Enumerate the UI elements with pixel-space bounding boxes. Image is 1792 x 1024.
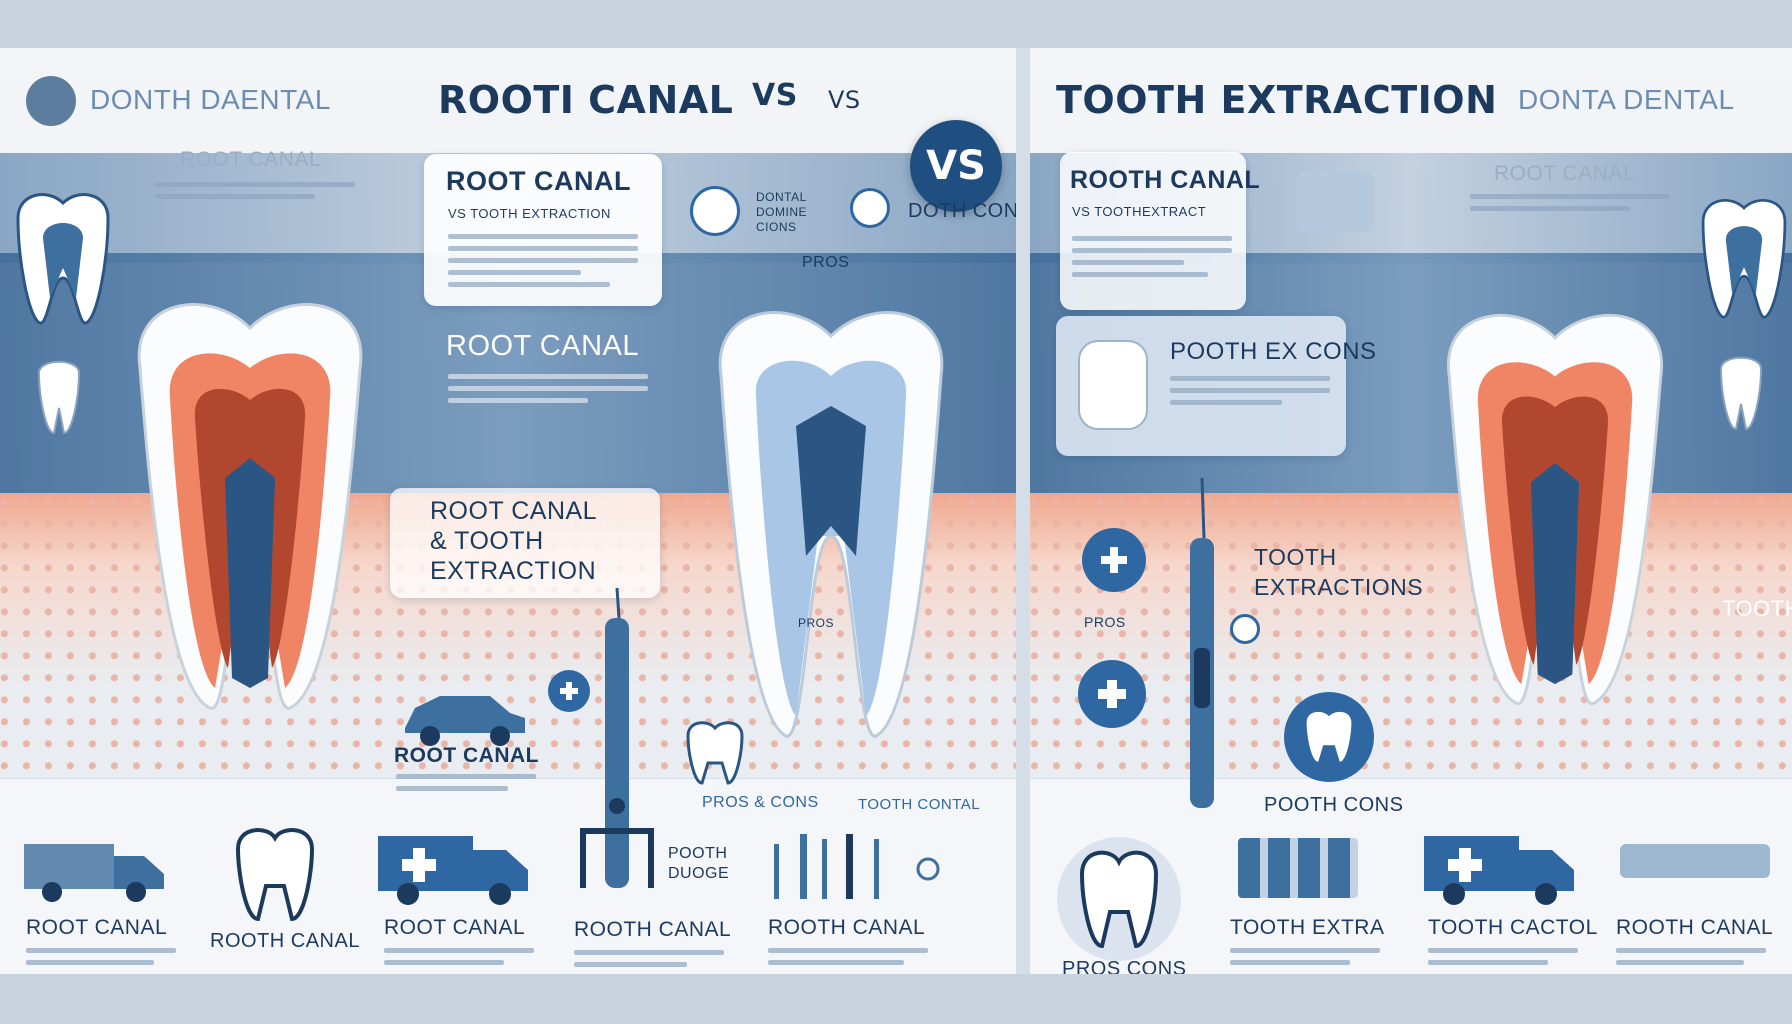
tooth-outline-icon	[686, 721, 744, 785]
tooth-extraction-label: TOOTH EXTRACTIONS	[1254, 544, 1424, 600]
info-card-pooth-ex: POOTH EX CONS	[1056, 316, 1376, 456]
pros-cons-label: PROS & CONS	[702, 794, 819, 811]
small-tooth-side-icon-right	[1719, 356, 1763, 431]
bottom-label-1: ROOT CANAL	[26, 916, 168, 939]
small-tooth-icon	[16, 193, 110, 325]
caption-lines-right	[1470, 194, 1670, 218]
root-canal-tooth-illustration	[137, 303, 363, 710]
card-text-lines	[448, 234, 638, 294]
bottom-right-lines-3	[1616, 948, 1766, 972]
bottom-label-3: ROOT CANAL	[384, 916, 526, 939]
shield-icon	[690, 186, 740, 236]
dental-tools-icon	[774, 834, 940, 899]
kit-icon	[1238, 838, 1358, 898]
caption-lines	[155, 182, 355, 206]
truck-icon	[24, 844, 164, 902]
tooth-badge-icon	[850, 188, 890, 228]
gum-tissue-area-right	[1030, 493, 1792, 823]
title-vs: VS	[752, 78, 798, 113]
tooth-icon	[235, 828, 315, 922]
bottom-right-lines-1	[1230, 948, 1380, 972]
pooth-cons-label: POOTH CONS	[1264, 794, 1404, 816]
card-right-lines	[1072, 236, 1232, 284]
plus-icon-2	[1078, 660, 1146, 728]
heading-text-lines	[448, 374, 648, 410]
tooth-side-label: TOOTH	[1722, 596, 1792, 621]
panel-divider	[1016, 48, 1030, 974]
info-card-rooth-canal: ROOTH CANAL VS TOOTHEXTRACT	[1060, 152, 1260, 310]
card-right-subtitle: VS TOOTHEXTRACT	[1072, 204, 1207, 219]
logo-left-icon	[26, 76, 76, 126]
ambulance-icon	[378, 836, 528, 905]
bottom-right-label-3: ROOTH CANAL	[1616, 916, 1774, 939]
truck-text-lines	[396, 774, 536, 798]
root-canal-heading: ROOT CANAL	[446, 330, 640, 362]
small-tooth-icon-right	[1701, 199, 1787, 319]
bottom-lines-1	[26, 948, 176, 972]
bottom-lines-4	[574, 950, 724, 974]
ambulance-icon-right	[1424, 836, 1574, 905]
card-pooth-title: POOTH EX CONS	[1170, 338, 1377, 365]
bottom-label-2: ROOTH CANAL	[210, 930, 360, 952]
target-icon	[1230, 614, 1260, 644]
pros-label: PROS	[802, 254, 850, 271]
card-subtitle: VS TOOTH EXTRACTION	[448, 206, 611, 221]
tooth-photo-icon	[1078, 340, 1148, 430]
instrument-image-icon	[1296, 172, 1374, 232]
bottom-label-4: ROOTH CANAL	[574, 918, 732, 941]
bottom-lines-5	[768, 948, 928, 972]
pooth-label: POOTH DUOGE	[668, 845, 730, 882]
tooth-in-circle-icon	[1306, 711, 1352, 762]
bottom-label-5: ROOTH CANAL	[768, 916, 926, 939]
title-vs-small: VS	[828, 86, 861, 114]
instrument-icon	[1620, 844, 1770, 878]
pros-lower-label: PROS	[798, 616, 835, 630]
plus-icon	[548, 670, 590, 712]
card-right-title: ROOTH CANAL	[1070, 166, 1261, 194]
bottom-right-label-2: TOOTH CACTOL	[1428, 916, 1598, 939]
title-right: TOOTH EXTRACTION	[1056, 78, 1498, 122]
bottom-right-lines-2	[1428, 948, 1578, 972]
tooth-contal-label: TOOTH CONTAL	[858, 796, 981, 813]
dental-drill-icon-right	[1190, 477, 1214, 808]
card-title: ROOT CANAL	[446, 166, 631, 196]
healthy-tooth-illustration	[718, 311, 944, 738]
plus-icon-1	[1082, 528, 1146, 592]
tooth-icon-right	[1057, 837, 1181, 961]
car-icon	[405, 696, 525, 746]
root-vs-extraction-text: ROOT CANAL & TOOTH EXTRACTION	[430, 497, 598, 585]
title-left: ROOTI CANAL	[438, 78, 734, 122]
truck-label: ROOT CANAL	[394, 744, 539, 767]
root-canal-caption-right: ROOT CANAL	[1494, 162, 1636, 185]
root-canal-tooth-illustration-right	[1446, 314, 1664, 705]
logo-left-text: DONTH DAENTAL	[90, 84, 331, 115]
right-infographic-panel: TOOTH EXTRACTION DONTA DENTAL ROOTH CANA…	[1030, 48, 1792, 974]
bottom-lines-3	[384, 948, 534, 972]
pros-small-label: PROS	[1084, 614, 1126, 630]
root-vs-extraction-card: ROOT CANAL & TOOTH EXTRACTION	[390, 488, 660, 598]
info-card-root-canal: ROOT CANAL VS TOOTH EXTRACTION	[424, 154, 662, 306]
vs-badge: VS	[910, 120, 1002, 212]
small-tooth-side-icon	[37, 360, 81, 435]
pros-cons-right-label: PROS CONS AND CONS	[1062, 958, 1187, 974]
icon-label-1: DONTAL DOMINE CIONS	[756, 190, 807, 234]
bottom-right-label-1: TOOTH EXTRA	[1230, 916, 1385, 939]
icon-label-2: DOTH CONS	[908, 200, 1016, 222]
root-canal-caption: ROOT CANAL	[180, 148, 322, 171]
card-pooth-lines	[1170, 376, 1330, 412]
logo-right-text: DONTA DENTAL	[1518, 84, 1735, 115]
dental-drill-icon	[580, 587, 654, 888]
left-infographic-panel: DONTH DAENTAL ROOTI CANAL VS VS VS ROOT …	[0, 48, 1016, 974]
